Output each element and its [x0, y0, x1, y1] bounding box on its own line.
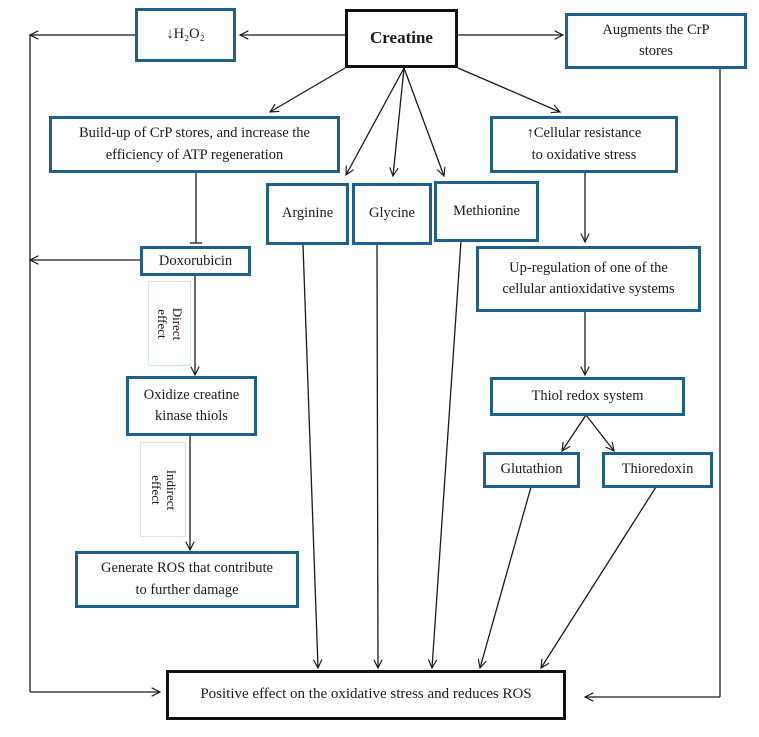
edge-creatine-methionine	[403, 67, 444, 176]
node-augments-crp[interactable]: Augments the CrP stores	[565, 13, 747, 69]
node-glutathion[interactable]: Glutathion	[483, 452, 580, 488]
node-thiol-redox[interactable]: Thiol redox system	[490, 377, 685, 416]
node-creatine[interactable]: Creatine	[345, 9, 458, 68]
label-direct-effect: Direct effect	[148, 281, 191, 366]
node-glycine[interactable]: Glycine	[352, 183, 432, 245]
edge-thioredoxin-positive	[541, 486, 657, 668]
node-h2o2[interactable]: ↓H₂O₂	[135, 8, 236, 62]
edge-methionine-positive	[432, 240, 462, 668]
label-direct-effect-text: Direct effect	[155, 307, 186, 340]
node-h2o2-label: ↓H₂O₂	[166, 26, 205, 43]
node-thioredoxin[interactable]: Thioredoxin	[602, 452, 713, 488]
edge-creatine-resistance	[457, 67, 560, 112]
label-indirect-effect: Indirect effect	[140, 442, 186, 537]
node-buildup-crp[interactable]: Build-up of CrP stores, and increase the…	[49, 116, 340, 173]
node-generate-ros[interactable]: Generate ROS that contribute to further …	[75, 551, 299, 608]
edge-arginine-positive	[302, 244, 318, 668]
node-cellular-resistance[interactable]: ↑Cellular resistance to oxidative stress	[490, 116, 678, 173]
label-indirect-effect-text: Indirect effect	[148, 469, 179, 510]
edge-creatine-glycine	[393, 67, 405, 176]
edge-thiol-glutathion	[562, 414, 587, 451]
node-doxorubicin[interactable]: Doxorubicin	[140, 246, 251, 276]
edge-creatine-buildup	[270, 67, 346, 112]
edge-glycine-positive	[377, 244, 378, 668]
node-methionine[interactable]: Methionine	[434, 181, 539, 242]
node-upregulation[interactable]: Up-regulation of one of the cellular ant…	[476, 246, 701, 312]
node-oxidize-ck-thiols[interactable]: Oxidize creatine kinase thiols	[126, 376, 257, 436]
node-positive-effect[interactable]: Positive effect on the oxidative stress …	[166, 670, 566, 720]
edge-creatine-arginine	[346, 67, 405, 175]
edge-glutathion-positive	[480, 486, 532, 668]
edge-thiol-thioredoxin	[585, 414, 614, 451]
node-arginine[interactable]: Arginine	[266, 183, 349, 245]
